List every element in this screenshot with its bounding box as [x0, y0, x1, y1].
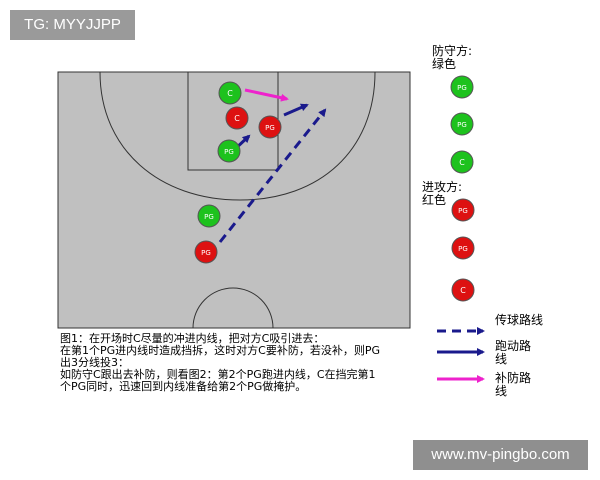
- svg-text:PG: PG: [201, 249, 211, 257]
- center-circle-arc: [192, 287, 274, 329]
- legend-defense-pg-1: PG: [450, 75, 474, 99]
- svg-text:PG: PG: [204, 213, 214, 221]
- svg-text:C: C: [459, 158, 465, 167]
- legend-defense-title: 防守方: 绿色: [432, 45, 472, 71]
- legend-help-label-line2: 线: [495, 384, 508, 398]
- court-players: C C PG PG PG PG: [194, 81, 282, 264]
- svg-text:PG: PG: [224, 148, 234, 156]
- court-player-offense-pg-1: PG: [258, 115, 282, 139]
- svg-text:C: C: [460, 286, 466, 295]
- legend-offense-pg-2: PG: [451, 236, 475, 260]
- play-paths: [218, 88, 327, 243]
- svg-text:PG: PG: [457, 121, 467, 129]
- legend-run-label-line2: 线: [495, 352, 508, 366]
- legend-line-samples: [437, 327, 485, 383]
- legend-pass-label: 传球路线: [495, 313, 544, 327]
- three-point-arc: [99, 71, 376, 201]
- caption-line-3: 出3分线投3：: [60, 356, 129, 369]
- svg-text:PG: PG: [265, 124, 275, 132]
- help-path: [244, 88, 289, 102]
- court-player-offense-pg-2: PG: [194, 240, 218, 264]
- caption-line-1: 图1：在开场时C尽量的冲进内线，把对方C吸引进去：: [60, 332, 325, 345]
- svg-text:PG: PG: [457, 84, 467, 92]
- diagram-caption: 图1：在开场时C尽量的冲进内线，把对方C吸引进去： 在第1个PG进内线时造成挡拆…: [60, 333, 425, 393]
- legend-offense-title-line2: 红色: [422, 193, 447, 207]
- svg-text:PG: PG: [458, 207, 468, 215]
- caption-line-5: 个PG同时，迅速回到内线准备给第2个PG做掩护。: [60, 380, 307, 393]
- svg-text:C: C: [234, 114, 240, 123]
- legend-offense-title-line1: 进攻方:: [422, 180, 463, 194]
- court-player-offense-c: C: [225, 106, 249, 130]
- svg-text:C: C: [227, 89, 233, 98]
- watermark-bottom: www.mv-pingbo.com: [413, 440, 588, 470]
- legend-run-label-line1: 跑动路: [495, 339, 532, 353]
- legend-offense-title: 进攻方: 红色: [422, 181, 462, 207]
- legend-help-label-line1: 补防路: [495, 371, 532, 385]
- court-player-defense-pg-2: PG: [197, 204, 221, 228]
- legend-defense-title-line2: 绿色: [432, 57, 457, 71]
- svg-text:PG: PG: [458, 245, 468, 253]
- court-player-defense-pg-1: PG: [217, 139, 241, 163]
- legend-defense-pg-2: PG: [450, 112, 474, 136]
- legend-run-label: 跑动路 线: [495, 340, 531, 366]
- caption-line-2: 在第1个PG进内线时造成挡拆，这时对方C要补防，若没补，则PG: [60, 344, 380, 357]
- caption-line-4: 如防守C跟出去补防，则看图2：第2个PG跑进内线，C在挡完第1: [60, 368, 376, 381]
- run-path-2: [283, 103, 309, 117]
- legend-defense-title-line1: 防守方:: [432, 44, 473, 58]
- court-player-defense-c: C: [218, 81, 242, 105]
- legend-offense-c: C: [451, 278, 475, 302]
- legend-players: PG PG C PG PG C: [450, 75, 475, 302]
- watermark-top: TG: MYYJJPP: [10, 10, 135, 40]
- legend-defense-c: C: [450, 150, 474, 174]
- legend-help-label: 补防路 线: [495, 372, 531, 398]
- pass-path: [218, 108, 327, 243]
- legend-offense-pg-1: PG: [451, 198, 475, 222]
